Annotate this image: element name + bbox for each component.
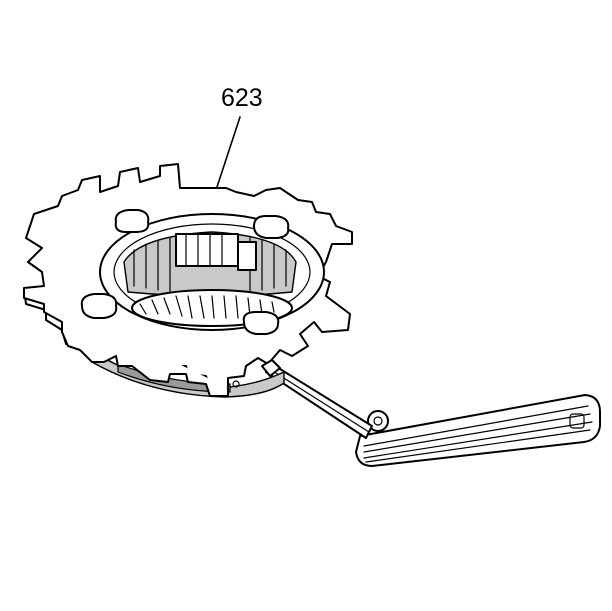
upper-spline bbox=[123, 231, 297, 297]
ear-pad-bottom-right bbox=[242, 311, 280, 335]
ear-pad-left bbox=[80, 293, 118, 319]
tool-handle bbox=[355, 394, 601, 467]
ear-pad-top-left bbox=[114, 209, 150, 233]
callout-number-623: 623 bbox=[221, 84, 263, 112]
clutch-plate bbox=[23, 163, 353, 398]
callout-leader-line bbox=[215, 116, 241, 191]
ear-pad-top-right bbox=[253, 215, 290, 239]
